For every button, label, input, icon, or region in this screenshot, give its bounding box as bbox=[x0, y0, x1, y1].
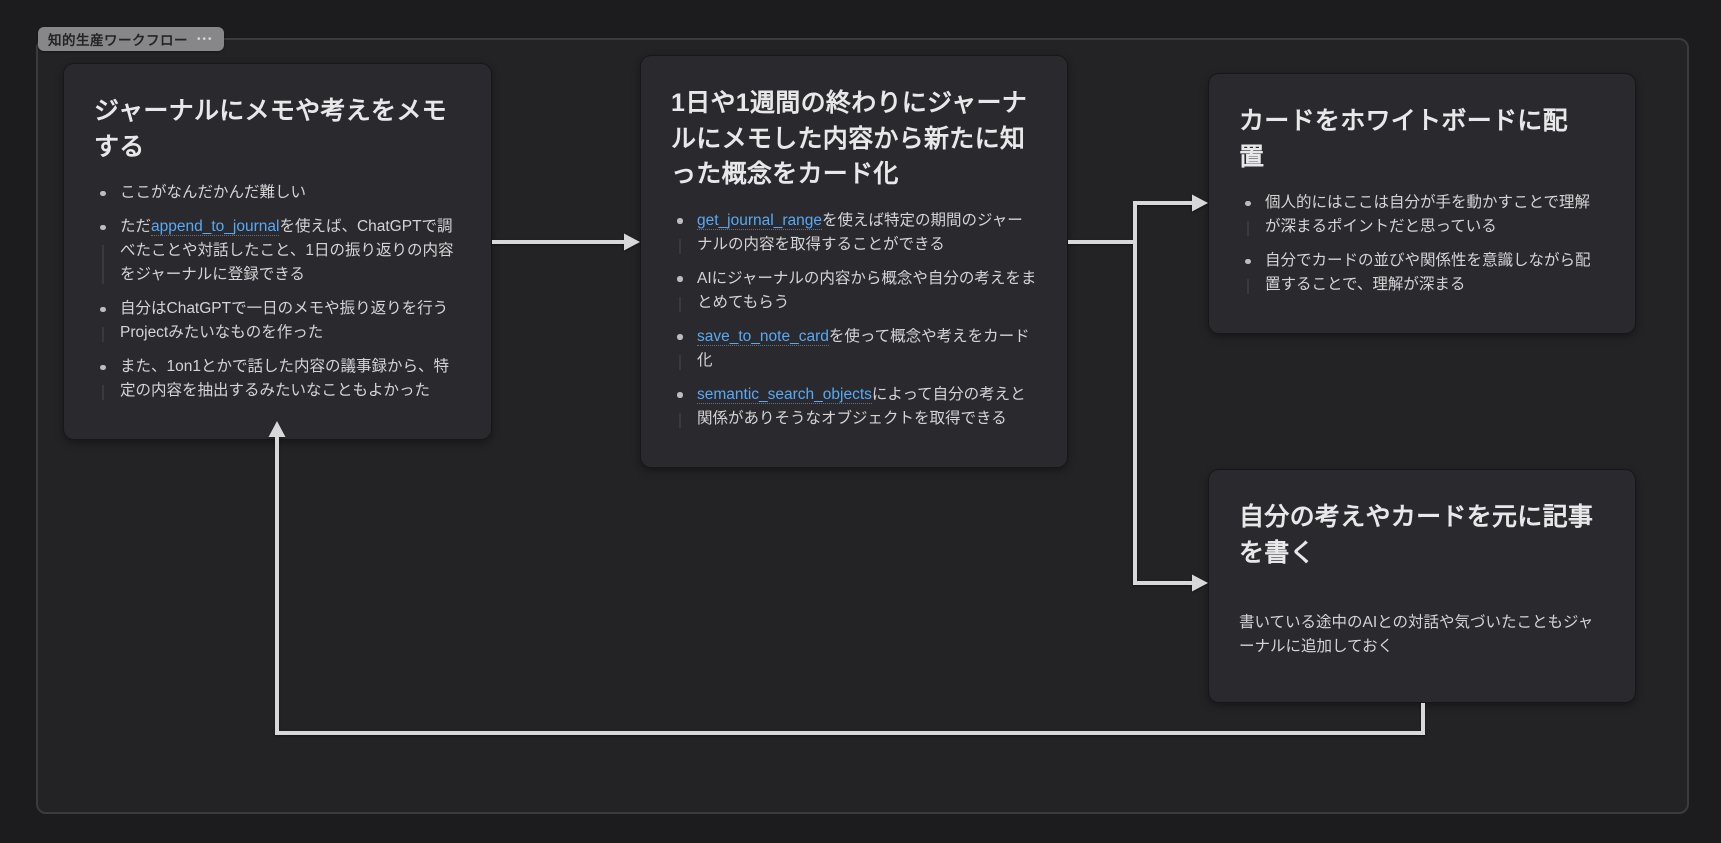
card-title: ジャーナルにメモや考えをメモする bbox=[94, 94, 461, 165]
bullet-text: 個人的にはここは自分が手を動かすことで理解が深まるポイントだと思っている bbox=[1265, 194, 1590, 235]
card-write-article[interactable]: 自分の考えやカードを元に記事を書く 書いている途中のAIとの対話や気づいたことも… bbox=[1208, 469, 1636, 703]
tool-link[interactable]: get_journal_range bbox=[697, 212, 822, 230]
card-title: 1日や1週間の終わりにジャーナルにメモした内容から新たに知った概念をカード化 bbox=[671, 86, 1037, 193]
bullet-item: 自分でカードの並びや関係性を意識しながら配置することで、理解が深まる bbox=[1239, 249, 1605, 297]
bullet-item: ただappend_to_journalを使えば、ChatGPTで調べたことや対話… bbox=[94, 215, 461, 287]
card-journal-memo[interactable]: ジャーナルにメモや考えをメモする ここがなんだかんだ難しいただappend_to… bbox=[63, 63, 492, 440]
bullet-text: ここがなんだかんだ難しい bbox=[120, 184, 306, 201]
bullet-list: get_journal_rangeを使えば特定の期間のジャーナルの内容を取得する… bbox=[671, 209, 1037, 431]
bullet-item: semantic_search_objectsによって自分の考えと関係がありそう… bbox=[671, 383, 1037, 431]
bullet-list: ここがなんだかんだ難しいただappend_to_journalを使えば、Chat… bbox=[94, 181, 461, 403]
bullet-text: AIにジャーナルの内容から概念や自分の考えをまとめてもらう bbox=[697, 270, 1036, 311]
bullet-item: また、1on1とかで話した内容の議事録から、特定の内容を抽出するみたいなこともよ… bbox=[94, 355, 461, 403]
bullet-item: 個人的にはここは自分が手を動かすことで理解が深まるポイントだと思っている bbox=[1239, 191, 1605, 239]
card-title: カードをホワイトボードに配置 bbox=[1239, 104, 1584, 175]
tool-link[interactable]: append_to_journal bbox=[151, 218, 279, 236]
bullet-item: 自分はChatGPTで一日のメモや振り返りを行うProjectみたいなものを作っ… bbox=[94, 297, 461, 345]
tool-link[interactable]: semantic_search_objects bbox=[697, 386, 872, 404]
bullet-item: ここがなんだかんだ難しい bbox=[94, 181, 461, 205]
card-place-on-whiteboard[interactable]: カードをホワイトボードに配置 個人的にはここは自分が手を動かすことで理解が深まる… bbox=[1208, 73, 1636, 334]
card-title: 自分の考えやカードを元に記事を書く bbox=[1239, 500, 1605, 571]
bullet-text: 自分でカードの並びや関係性を意識しながら配置することで、理解が深まる bbox=[1265, 252, 1591, 293]
card-body-text: 書いている途中のAIとの対話や気づいたこともジャーナルに追加しておく bbox=[1239, 611, 1605, 659]
bullet-text: 自分はChatGPTで一日のメモや振り返りを行うProjectみたいなものを作っ… bbox=[120, 300, 448, 341]
bullet-text: また、1on1とかで話した内容の議事録から、特定の内容を抽出するみたいなこともよ… bbox=[120, 358, 449, 399]
bullet-item: get_journal_rangeを使えば特定の期間のジャーナルの内容を取得する… bbox=[671, 209, 1037, 257]
bullet-item: AIにジャーナルの内容から概念や自分の考えをまとめてもらう bbox=[671, 267, 1037, 315]
bullet-text: ただ bbox=[120, 218, 151, 235]
tool-link[interactable]: save_to_note_card bbox=[697, 328, 829, 346]
frame-label: 知的生産ワークフロー bbox=[48, 29, 188, 49]
card-cardify-concepts[interactable]: 1日や1週間の終わりにジャーナルにメモした内容から新たに知った概念をカード化 g… bbox=[640, 55, 1068, 468]
frame-label-pill[interactable]: 知的生産ワークフロー ••• bbox=[38, 27, 224, 51]
bullet-item: save_to_note_cardを使って概念や考えをカード化 bbox=[671, 325, 1037, 373]
bullet-list: 個人的にはここは自分が手を動かすことで理解が深まるポイントだと思っている自分でカ… bbox=[1239, 191, 1605, 297]
frame-menu-dots-icon[interactable]: ••• bbox=[197, 34, 214, 45]
